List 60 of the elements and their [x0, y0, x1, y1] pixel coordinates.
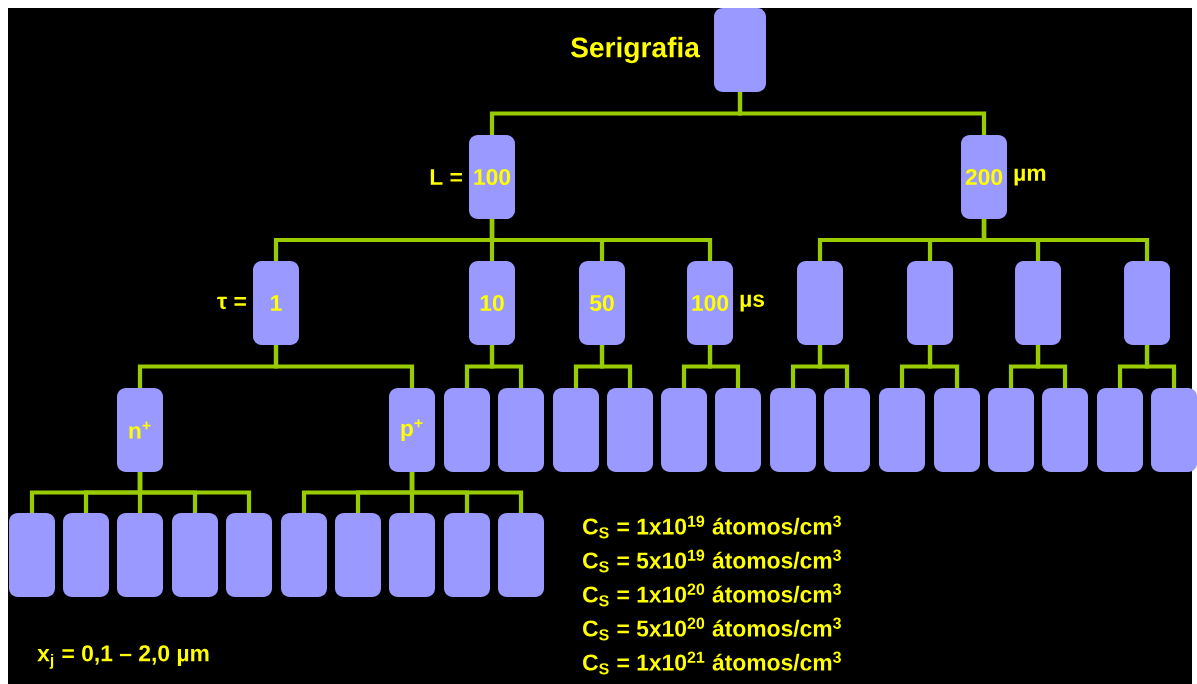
connector-line	[927, 345, 960, 388]
box-label: τ =	[217, 296, 246, 310]
note-text: C$_{S}$ = 1x10$^{19}$ átomos/cm$^{3}$	[583, 515, 841, 539]
value-box: 200	[961, 135, 1007, 219]
empty-box	[117, 513, 163, 597]
box-label: Serigrafia	[571, 36, 701, 64]
empty-box	[907, 261, 953, 345]
empty-box	[281, 513, 327, 597]
note-text: C$_{S}$ = 5x10$^{20}$ átomos/cm$^{3}$	[583, 617, 841, 641]
empty-box	[879, 388, 925, 472]
empty-box	[389, 513, 435, 597]
value-box: n$^{+}$	[117, 388, 163, 472]
empty-box	[1151, 388, 1197, 472]
box-label: µm	[1014, 168, 1046, 186]
empty-box	[444, 513, 490, 597]
value-box: 100	[687, 261, 733, 345]
connector-line	[1035, 345, 1068, 388]
empty-box	[715, 388, 761, 472]
empty-box	[607, 388, 653, 472]
connector-line	[1144, 345, 1177, 388]
empty-box	[9, 513, 55, 597]
empty-box	[444, 388, 490, 472]
empty-box	[172, 513, 218, 597]
empty-box	[797, 261, 843, 345]
note-text: C$_{S}$ = 5x10$^{19}$ átomos/cm$^{3}$	[583, 549, 841, 573]
empty-box	[1015, 261, 1061, 345]
empty-box	[988, 388, 1034, 472]
empty-box	[770, 388, 816, 472]
connector-line	[981, 219, 1150, 261]
empty-box	[498, 513, 544, 597]
connector-line	[817, 345, 850, 388]
connector-line	[409, 472, 524, 513]
connector-line	[273, 345, 415, 388]
value-box: 10	[469, 261, 515, 345]
connector-line	[599, 345, 633, 388]
value-box: 100	[469, 135, 515, 219]
note-text: x$_{j}$ = 0,1 – 2,0 µm	[37, 645, 209, 669]
empty-box	[226, 513, 272, 597]
empty-box	[63, 513, 109, 597]
empty-box	[661, 388, 707, 472]
box-label: L =	[430, 169, 462, 185]
empty-box	[1042, 388, 1088, 472]
empty-box	[934, 388, 980, 472]
empty-box	[553, 388, 599, 472]
value-box: p$^{+}$	[389, 388, 435, 472]
connector-line	[707, 345, 741, 388]
connector-line	[137, 472, 252, 513]
note-text: C$_{S}$ = 1x10$^{21}$ átomos/cm$^{3}$	[583, 651, 841, 675]
empty-box	[824, 388, 870, 472]
box-label: µs	[740, 294, 765, 312]
empty-box	[498, 388, 544, 472]
empty-box	[335, 513, 381, 597]
note-text: C$_{S}$ = 1x10$^{20}$ átomos/cm$^{3}$	[583, 583, 841, 607]
empty-box	[1097, 388, 1143, 472]
value-box: 1	[253, 261, 299, 345]
connector-line	[489, 345, 524, 388]
empty-box	[1124, 261, 1170, 345]
value-box: 50	[579, 261, 625, 345]
connector-line	[737, 92, 987, 135]
connector-line	[489, 219, 713, 261]
